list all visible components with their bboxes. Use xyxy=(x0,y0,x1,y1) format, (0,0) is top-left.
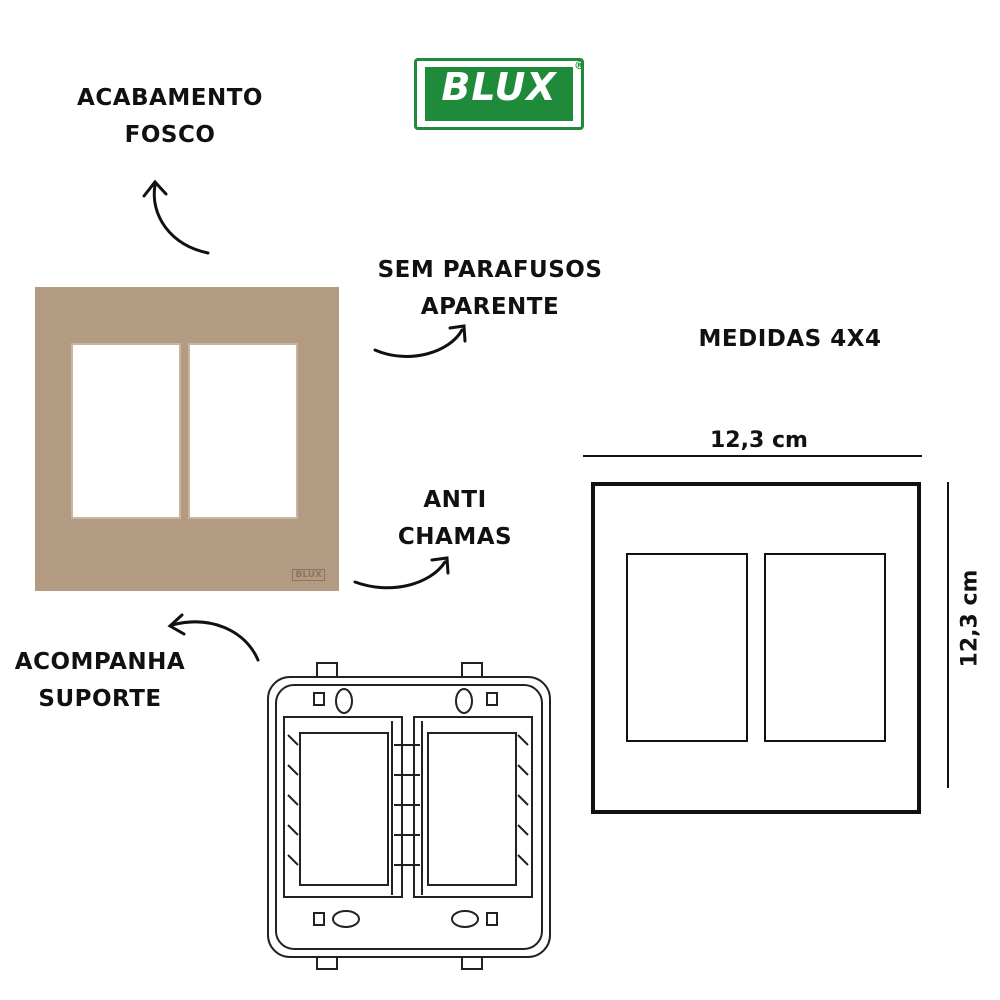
plate-opening-right xyxy=(188,343,298,519)
arrow-finish xyxy=(152,183,210,255)
registered-mark: ® xyxy=(574,59,585,72)
logo-text: BLUX xyxy=(441,65,557,109)
support-drawing xyxy=(267,662,551,970)
outline-opening-left xyxy=(626,553,748,742)
outline-opening-right xyxy=(764,553,886,742)
arrow-support xyxy=(170,620,260,662)
width-dimension: 12,3 cm xyxy=(710,428,808,453)
product-plate: BLUX xyxy=(35,287,339,591)
plate-opening-left xyxy=(71,343,181,519)
dimension-drawing xyxy=(583,455,949,814)
arrow-anti-flame xyxy=(353,560,447,590)
label-measures: MEDIDAS 4X4 xyxy=(698,326,882,352)
blux-logo: BLUX ® xyxy=(414,58,585,130)
height-dimension: 12,3 cm xyxy=(957,569,983,668)
plate-brand-mark: BLUX xyxy=(292,569,325,581)
plate-outline xyxy=(591,482,921,814)
arrow-no-screws xyxy=(373,328,464,358)
